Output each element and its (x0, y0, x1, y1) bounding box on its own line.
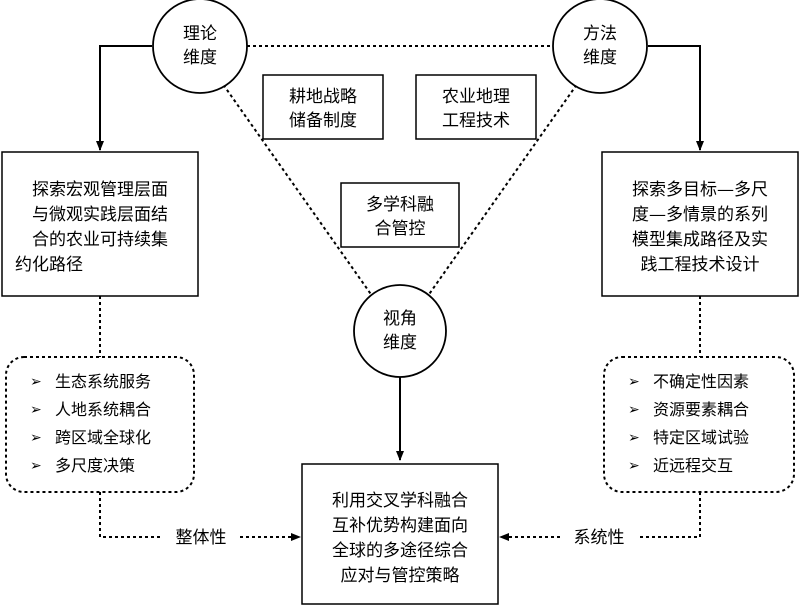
left-factor-item: 多尺度决策 (55, 456, 135, 475)
holistic-edge-label: 整体性 (176, 528, 227, 548)
farmland-reserve-box: 耕地战略 储备制度 (262, 74, 384, 140)
engineering-line-1: 农业地理 (442, 87, 510, 107)
right-factor-item: 资源要素耦合 (653, 400, 749, 419)
right-factor-list: ➢ 不确定性因素 ➢ 资源要素耦合 ➢ 特定区域试验 ➢ 近远程交互 (603, 356, 795, 493)
strategy-line-4: 应对与管控策略 (341, 566, 460, 586)
agri-engineering-box: 农业地理 工程技术 (415, 74, 537, 140)
theory-node-line-2: 维度 (183, 48, 217, 68)
theory-perspective-dotted-link (219, 79, 376, 301)
farmland-line-1: 耕地战略 (289, 87, 357, 107)
left-list-to-bottom-dotted-arrow (99, 492, 163, 538)
agri-engineering-frame (415, 74, 537, 140)
bullet-arrow-icon: ➢ (30, 374, 42, 390)
left-path-line-2: 与微观实践层面结 (32, 205, 168, 225)
strategy-box: 利用交叉学科融合 互补优势构建面向 全球的多途径综合 应对与管控策略 (301, 463, 499, 605)
right-path-line-2: 度—多情景的系列 (632, 205, 768, 225)
right-path-line-3: 模型集成路径及实 (632, 230, 768, 250)
strategy-box-frame (301, 463, 499, 605)
left-path-frame (1, 151, 199, 297)
theory-node-line-1: 理论 (183, 24, 217, 44)
method-dimension-circle (552, 0, 648, 94)
right-factor-list-frame (603, 356, 795, 493)
multi-discipline-governance-frame (340, 182, 460, 248)
multi-discipline-governance-box: 多学科融 合管控 (340, 182, 460, 248)
bullet-arrow-icon: ➢ (628, 458, 640, 474)
perspective-node-line-2: 维度 (383, 333, 417, 353)
right-factor-item: 不确定性因素 (653, 372, 749, 391)
bullet-arrow-icon: ➢ (628, 402, 640, 418)
method-dimension-node: 方法 维度 (552, 0, 648, 94)
right-path-frame (601, 151, 799, 297)
method-to-right-box-arrow (648, 45, 704, 151)
method-perspective-dotted-link (424, 79, 581, 301)
right-factor-item: 特定区域试验 (653, 428, 749, 447)
method-node-line-2: 维度 (583, 48, 617, 68)
left-factor-item: 人地系统耦合 (55, 400, 151, 419)
systematic-edge-label: 系统性 (574, 528, 625, 548)
engineering-line-2: 工程技术 (442, 111, 510, 131)
right-path-box: 探索多目标—多尺 度—多情景的系列 模型集成路径及实 践工程技术设计 (601, 151, 799, 297)
governance-line-1: 多学科融 (366, 195, 434, 215)
governance-line-2: 合管控 (375, 219, 426, 239)
perspective-dimension-circle (353, 284, 447, 378)
right-path-line-1: 探索多目标—多尺 (632, 180, 768, 200)
farmland-line-2: 储备制度 (289, 111, 357, 131)
farmland-reserve-frame (262, 74, 384, 140)
method-node-line-1: 方法 (583, 24, 617, 44)
left-path-line-3: 合的农业可持续集 (32, 230, 168, 250)
strategy-line-2: 互补优势构建面向 (332, 516, 468, 536)
left-factor-list: ➢ 生态系统服务 ➢ 人地系统耦合 ➢ 跨区域全球化 ➢ 多尺度决策 (5, 356, 195, 493)
connectors (96, 45, 704, 541)
right-path-line-4: 践工程技术设计 (641, 255, 760, 275)
left-factor-item: 生态系统服务 (55, 372, 151, 391)
perspective-dimension-node: 视角 维度 (353, 284, 447, 378)
theory-to-left-box-arrow (96, 45, 152, 151)
right-list-to-bottom-dotted-arrow (637, 492, 701, 538)
perspective-node-line-1: 视角 (383, 309, 417, 329)
strategy-line-3: 全球的多途径综合 (332, 541, 468, 561)
left-path-box: 探索宏观管理层面 与微观实践层面结 合的农业可持续集 约化路径 (1, 151, 199, 297)
bullet-arrow-icon: ➢ (628, 430, 640, 446)
strategy-line-1: 利用交叉学科融合 (332, 491, 468, 511)
left-factor-item: 跨区域全球化 (55, 428, 151, 447)
left-factor-list-frame (5, 356, 195, 493)
left-path-line-4: 约化路径 (15, 255, 83, 275)
bullet-arrow-icon: ➢ (628, 374, 640, 390)
bullet-arrow-icon: ➢ (30, 430, 42, 446)
bullet-arrow-icon: ➢ (30, 458, 42, 474)
left-path-line-1: 探索宏观管理层面 (32, 180, 168, 200)
bullet-arrow-icon: ➢ (30, 402, 42, 418)
theory-dimension-node: 理论 维度 (152, 0, 248, 94)
theory-dimension-circle (152, 0, 248, 94)
right-factor-item: 近远程交互 (653, 456, 733, 475)
